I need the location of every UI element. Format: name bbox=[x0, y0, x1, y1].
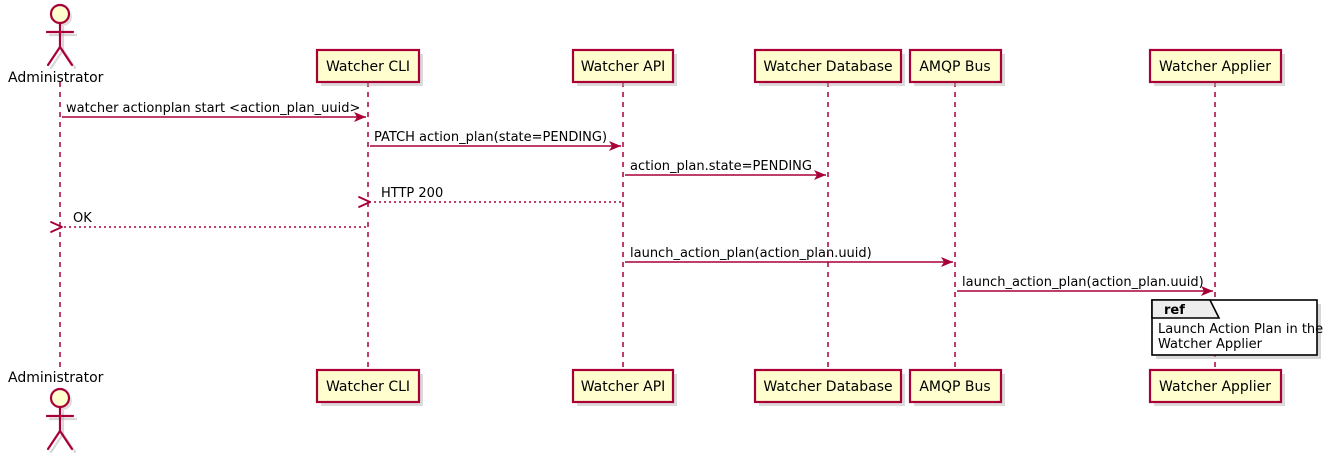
actor-legs bbox=[46, 429, 74, 451]
message-label: HTTP 200 bbox=[381, 186, 443, 201]
participant-box-watcher-database-bottom[interactable]: Watcher Database bbox=[753, 368, 905, 406]
message-label: PATCH action_plan(state=PENDING) bbox=[374, 130, 607, 145]
participant-label-watcher-cli: Watcher CLI bbox=[326, 59, 410, 75]
message-msg-2: PATCH action_plan(state=PENDING) bbox=[370, 130, 621, 151]
participant-box-rect[interactable] bbox=[571, 368, 675, 404]
actor-label-administrator: Administrator bbox=[8, 370, 104, 386]
participant-box-amqp-bus-top[interactable]: AMQP Bus bbox=[908, 48, 1005, 86]
message-label: launch_action_plan(action_plan.uuid) bbox=[962, 275, 1204, 290]
participant-box-rect[interactable] bbox=[908, 48, 1003, 84]
message-msg-6: launch_action_plan(action_plan.uuid) bbox=[625, 246, 953, 267]
participant-box-watcher-applier-bottom[interactable]: Watcher Applier bbox=[1148, 368, 1285, 406]
message-label: launch_action_plan(action_plan.uuid) bbox=[630, 246, 872, 261]
message-label: action_plan.state=PENDING bbox=[630, 159, 812, 174]
participant-box-amqp-bus-bottom[interactable]: AMQP Bus bbox=[908, 368, 1005, 406]
participant-box-watcher-cli-bottom[interactable]: Watcher CLI bbox=[315, 368, 423, 406]
participant-label-amqp-bus: AMQP Bus bbox=[919, 59, 990, 75]
participant-label-watcher-database: Watcher Database bbox=[763, 59, 892, 75]
message-msg-4: HTTP 200 bbox=[358, 186, 621, 208]
participant-label-watcher-cli: Watcher CLI bbox=[326, 379, 410, 395]
participant-box-rect[interactable] bbox=[753, 48, 903, 84]
participant-box-watcher-database-top[interactable]: Watcher Database bbox=[753, 48, 905, 86]
participant-box-watcher-api-top[interactable]: Watcher API bbox=[571, 48, 677, 86]
message-msg-7: launch_action_plan(action_plan.uuid) bbox=[957, 275, 1213, 296]
participant-box-watcher-api-bottom[interactable]: Watcher API bbox=[571, 368, 677, 406]
actor-label-administrator: Administrator bbox=[8, 70, 104, 86]
actor-administrator-bottom: Administrator bbox=[8, 370, 104, 454]
ref-body-line-1: Watcher Applier bbox=[1158, 337, 1263, 352]
ref-tab bbox=[1151, 299, 1221, 319]
participant-box-rect[interactable] bbox=[1148, 48, 1283, 84]
participant-label-watcher-applier: Watcher Applier bbox=[1159, 59, 1271, 75]
lifelines-group bbox=[59, 82, 1216, 370]
ref-title-label: ref bbox=[1164, 303, 1185, 318]
participant-box-rect[interactable] bbox=[571, 48, 675, 84]
participant-label-watcher-api: Watcher API bbox=[581, 379, 666, 395]
message-arrowhead bbox=[609, 141, 621, 151]
participant-box-rect[interactable] bbox=[908, 368, 1003, 404]
participant-label-amqp-bus: AMQP Bus bbox=[919, 379, 990, 395]
actor-head bbox=[49, 3, 71, 25]
message-arrowhead bbox=[50, 221, 63, 233]
participant-box-rect[interactable] bbox=[753, 368, 903, 404]
participant-box-rect[interactable] bbox=[1148, 368, 1283, 404]
message-msg-1: watcher actionplan start <action_plan_uu… bbox=[62, 101, 366, 122]
actor-legs bbox=[46, 45, 74, 67]
message-arrowhead bbox=[1201, 286, 1213, 296]
message-label: OK bbox=[73, 211, 92, 226]
participant-box-watcher-applier-top[interactable]: Watcher Applier bbox=[1148, 48, 1285, 86]
ref-body-line-0: Launch Action Plan in the bbox=[1158, 322, 1323, 337]
actor-administrator-top: Administrator bbox=[8, 3, 104, 86]
participant-label-watcher-database: Watcher Database bbox=[763, 379, 892, 395]
participant-box-rect[interactable] bbox=[315, 368, 421, 404]
participant-label-watcher-applier: Watcher Applier bbox=[1159, 379, 1271, 395]
participant-label-watcher-api: Watcher API bbox=[581, 59, 666, 75]
message-arrowhead bbox=[358, 196, 371, 208]
messages-group: watcher actionplan start <action_plan_uu… bbox=[50, 101, 1213, 296]
message-arrowhead bbox=[354, 112, 366, 122]
participant-box-watcher-cli-top[interactable]: Watcher CLI bbox=[315, 48, 423, 86]
message-msg-3: action_plan.state=PENDING bbox=[625, 159, 826, 180]
message-msg-5: OK bbox=[50, 211, 366, 233]
message-arrowhead bbox=[941, 257, 953, 267]
message-arrowhead bbox=[814, 170, 826, 180]
participant-box-rect[interactable] bbox=[315, 48, 421, 84]
message-label: watcher actionplan start <action_plan_uu… bbox=[66, 101, 360, 116]
actor-head bbox=[49, 387, 71, 409]
